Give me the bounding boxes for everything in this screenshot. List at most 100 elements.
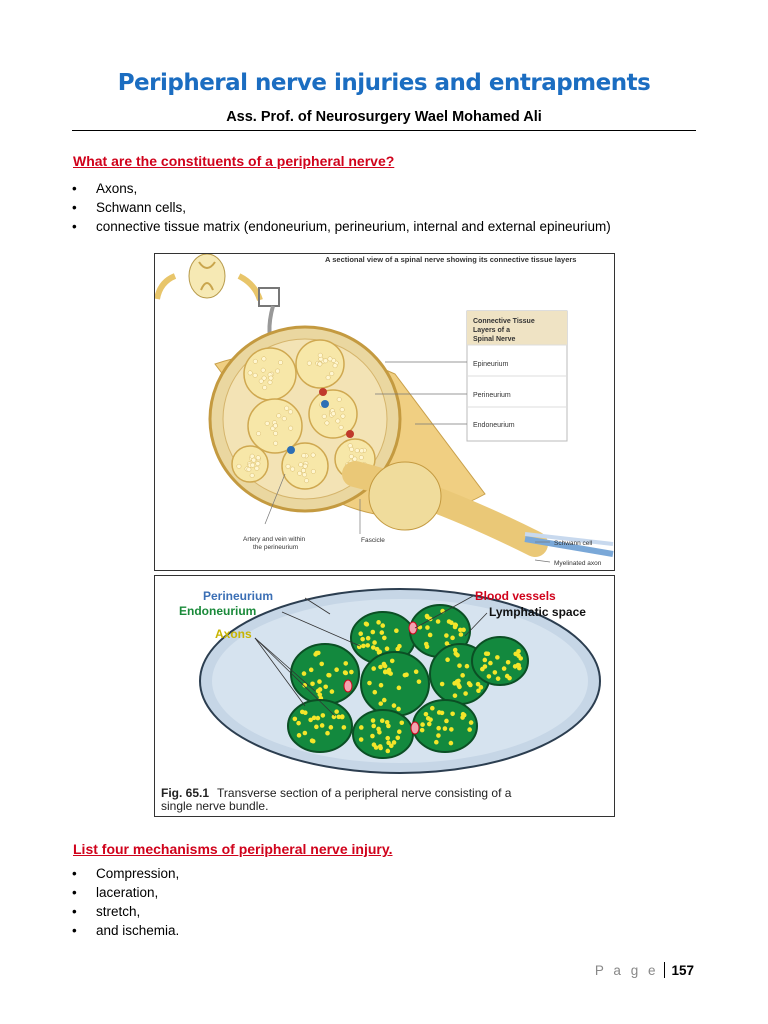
axon <box>453 651 458 656</box>
blood-vessel <box>411 722 419 734</box>
axon <box>367 681 372 686</box>
label-myelinated-axon: Myelinated axon <box>554 560 602 567</box>
vessel <box>346 430 354 438</box>
page-footer: P a g e 157 <box>595 962 694 978</box>
axon <box>325 421 329 425</box>
axon <box>302 453 306 457</box>
axon <box>424 712 429 717</box>
axon <box>425 644 430 649</box>
axon <box>502 666 507 671</box>
footer-divider <box>664 962 665 978</box>
axon <box>300 710 305 715</box>
layers-box: Connective TissueLayers of aSpinal Nerve… <box>467 311 567 441</box>
axon <box>385 720 390 725</box>
axon <box>460 673 465 678</box>
axon <box>426 716 431 721</box>
axon <box>330 371 334 375</box>
axon <box>457 663 462 668</box>
figure1-caption: A sectional view of a spinal nerve showi… <box>325 255 576 264</box>
axon <box>450 636 455 641</box>
axon <box>403 673 408 678</box>
axon <box>297 471 301 475</box>
axon <box>323 359 327 363</box>
section-heading-mechanisms: List four mechanisms of peripheral nerve… <box>73 841 393 857</box>
axon <box>505 674 510 679</box>
axon <box>303 464 307 468</box>
axon <box>476 688 481 693</box>
axon <box>444 719 449 724</box>
axon <box>349 447 353 451</box>
axon <box>268 380 272 384</box>
axon <box>365 622 370 627</box>
axon <box>311 469 315 473</box>
axon <box>376 620 381 625</box>
axon <box>340 407 344 411</box>
author-line: Ass. Prof. of Neurosurgery Wael Mohamed … <box>0 109 768 125</box>
axon <box>386 741 391 746</box>
axon <box>337 397 341 401</box>
axon <box>318 362 322 366</box>
axon <box>380 718 385 723</box>
axon <box>456 683 461 688</box>
axon <box>269 376 273 380</box>
axon <box>462 713 467 718</box>
axon <box>256 431 260 435</box>
axon <box>469 720 474 725</box>
axon <box>380 630 385 635</box>
axon <box>327 673 332 678</box>
nerve-bundle <box>353 710 413 758</box>
label-schwann-cell: Schwann cell <box>554 540 593 547</box>
axon <box>341 414 345 418</box>
axon <box>379 683 384 688</box>
axon <box>461 628 466 633</box>
axon <box>425 625 430 630</box>
axon <box>359 455 363 459</box>
axon <box>371 724 376 729</box>
axon <box>336 419 340 423</box>
axon <box>371 630 376 635</box>
axon <box>428 633 433 638</box>
layer-label-epineurium: Epineurium <box>473 361 509 368</box>
axon <box>459 632 464 637</box>
axon <box>316 651 321 656</box>
list-item: •laceration, <box>72 883 179 902</box>
axon <box>495 655 500 660</box>
axon <box>297 733 302 738</box>
axon <box>301 468 305 472</box>
vessel <box>287 446 295 454</box>
axon <box>250 463 254 467</box>
axon <box>318 687 323 692</box>
page-title: Peripheral nerve injuries and entrapment… <box>0 70 768 96</box>
axon <box>476 682 481 687</box>
vessel <box>321 400 329 408</box>
label-perineurium: Perineurium <box>203 589 273 603</box>
axon <box>252 458 256 462</box>
layer-label-endoneurium: Endoneurium <box>473 422 515 429</box>
axon <box>334 667 339 672</box>
axon <box>255 466 259 470</box>
axon <box>361 644 366 649</box>
axon <box>417 679 422 684</box>
axon <box>261 368 265 372</box>
axon <box>309 668 314 673</box>
axon <box>359 737 364 742</box>
axon <box>256 461 260 465</box>
axon <box>371 666 376 671</box>
axon <box>436 619 441 624</box>
axon <box>314 725 319 730</box>
axon <box>288 426 292 430</box>
axon <box>372 742 377 747</box>
axon <box>275 369 279 373</box>
axon <box>383 669 388 674</box>
axon <box>440 711 445 716</box>
axon <box>343 661 348 666</box>
axon <box>392 703 397 708</box>
axon <box>311 453 315 457</box>
axon <box>322 414 326 418</box>
axon <box>310 681 315 686</box>
list-item: •and ischemia. <box>72 921 179 940</box>
axon <box>273 431 277 435</box>
axon <box>382 636 387 641</box>
axon <box>325 731 330 736</box>
axon <box>320 723 325 728</box>
